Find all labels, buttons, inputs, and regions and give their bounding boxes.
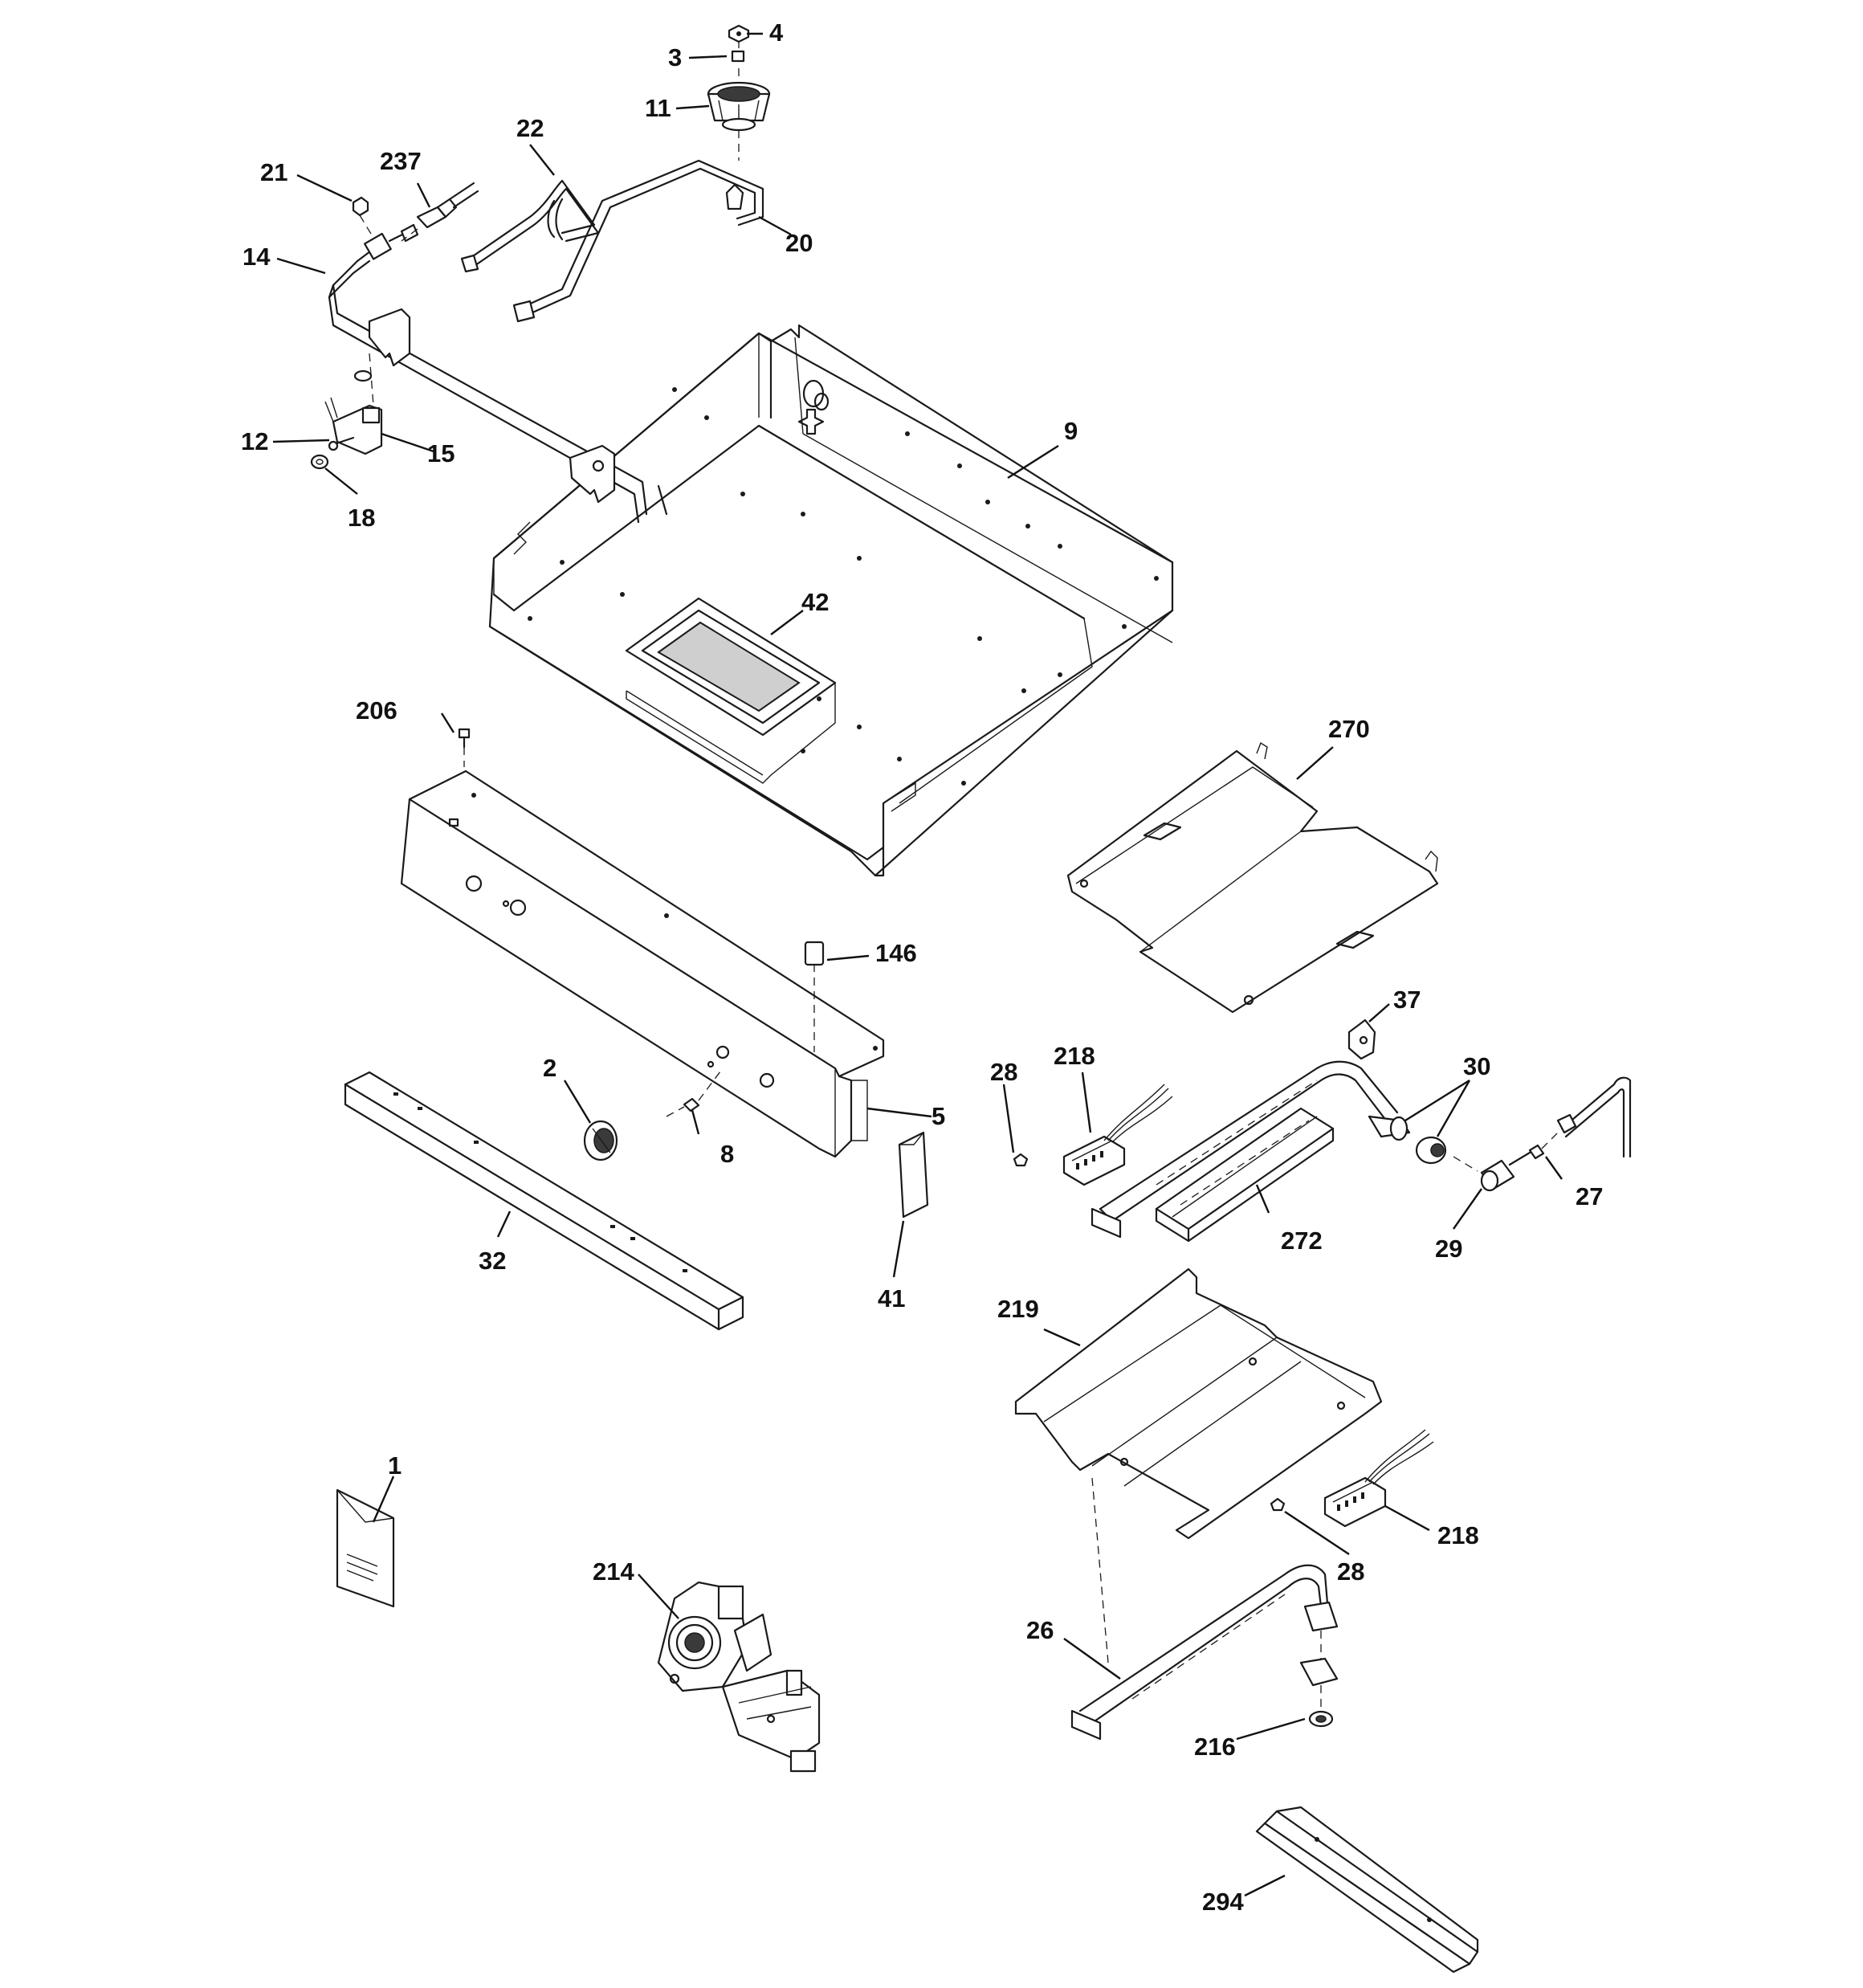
callout-272: 272 xyxy=(1281,1227,1323,1255)
part-12-valve xyxy=(324,353,383,455)
part-22-tube xyxy=(460,179,600,273)
part-11-burner-head xyxy=(707,68,771,161)
callout-30: 30 xyxy=(1463,1052,1490,1080)
callout-12: 12 xyxy=(241,427,268,455)
callout-22: 22 xyxy=(516,114,544,142)
part-32-trim-strip xyxy=(344,1071,744,1331)
part-3-screw xyxy=(731,40,745,63)
part-294-bracket xyxy=(1255,1806,1479,1974)
part-2-knob xyxy=(583,1120,618,1161)
part-272-deflector xyxy=(1155,1107,1335,1243)
callout-18: 18 xyxy=(348,504,375,532)
leader-lines xyxy=(272,32,1563,1897)
part-214-gas-valve xyxy=(657,1581,821,1773)
part-5-manifold-panel xyxy=(400,769,885,1158)
part-41-bezel xyxy=(898,1131,929,1219)
callout-labels: 4 3 11 22 21 237 14 20 9 12 15 18 42 206… xyxy=(241,18,1603,1916)
callout-37: 37 xyxy=(1393,986,1421,1014)
callout-146: 146 xyxy=(875,939,917,967)
callout-21: 21 xyxy=(260,158,287,186)
part-29-orifice xyxy=(1453,1132,1559,1192)
part-218-igniter-lower xyxy=(1323,1429,1434,1528)
callout-28-lower: 28 xyxy=(1337,1557,1364,1586)
part-26-burner xyxy=(1070,1564,1339,1741)
part-219-shield xyxy=(1014,1268,1383,1663)
callout-294: 294 xyxy=(1202,1888,1244,1916)
callout-28-upper: 28 xyxy=(990,1058,1017,1086)
part-28-clip-upper xyxy=(1013,1153,1029,1167)
callout-32: 32 xyxy=(479,1247,506,1275)
callout-9: 9 xyxy=(1064,417,1078,445)
callout-3: 3 xyxy=(668,43,682,71)
part-30-burner xyxy=(1090,1060,1447,1239)
callout-14: 14 xyxy=(243,243,271,271)
callout-27: 27 xyxy=(1576,1182,1603,1210)
part-218-igniter-upper xyxy=(1062,1084,1173,1186)
callout-218-lower: 218 xyxy=(1437,1521,1479,1549)
part-8-screw xyxy=(666,1067,724,1117)
callout-5: 5 xyxy=(932,1102,945,1130)
part-1-literature-pack xyxy=(336,1488,395,1608)
callout-270: 270 xyxy=(1328,715,1370,743)
part-42-panel xyxy=(625,597,837,784)
callout-11: 11 xyxy=(645,94,671,122)
part-9-burner-box xyxy=(488,324,1174,877)
part-37-bracket xyxy=(1347,1018,1376,1060)
part-14-manifold xyxy=(328,223,668,524)
callout-218-upper: 218 xyxy=(1054,1042,1095,1070)
callout-219: 219 xyxy=(997,1295,1039,1323)
callout-26: 26 xyxy=(1026,1616,1054,1644)
part-237-orifice xyxy=(401,182,479,242)
part-27-tube xyxy=(1556,1076,1632,1158)
callout-8: 8 xyxy=(720,1140,734,1168)
part-20-tube xyxy=(512,159,764,323)
callout-216: 216 xyxy=(1194,1733,1236,1761)
part-21-nut xyxy=(352,196,374,239)
callout-41: 41 xyxy=(878,1284,905,1312)
part-28-clip-lower xyxy=(1270,1497,1286,1512)
callout-2: 2 xyxy=(543,1054,556,1082)
part-270-shield xyxy=(1066,741,1439,1014)
part-18-washer xyxy=(310,454,329,470)
callout-42: 42 xyxy=(801,588,829,616)
callout-4: 4 xyxy=(769,18,784,47)
part-206-screw xyxy=(458,728,471,767)
callout-214: 214 xyxy=(593,1557,634,1586)
callout-29: 29 xyxy=(1435,1235,1462,1263)
callout-15: 15 xyxy=(427,439,455,467)
callout-20: 20 xyxy=(785,229,813,257)
part-4-nut xyxy=(728,24,750,43)
callout-206: 206 xyxy=(356,696,397,725)
callout-237: 237 xyxy=(380,147,422,175)
part-216-fitting xyxy=(1299,1657,1339,1728)
part-146-clip xyxy=(804,941,825,1052)
callout-1: 1 xyxy=(388,1451,402,1480)
